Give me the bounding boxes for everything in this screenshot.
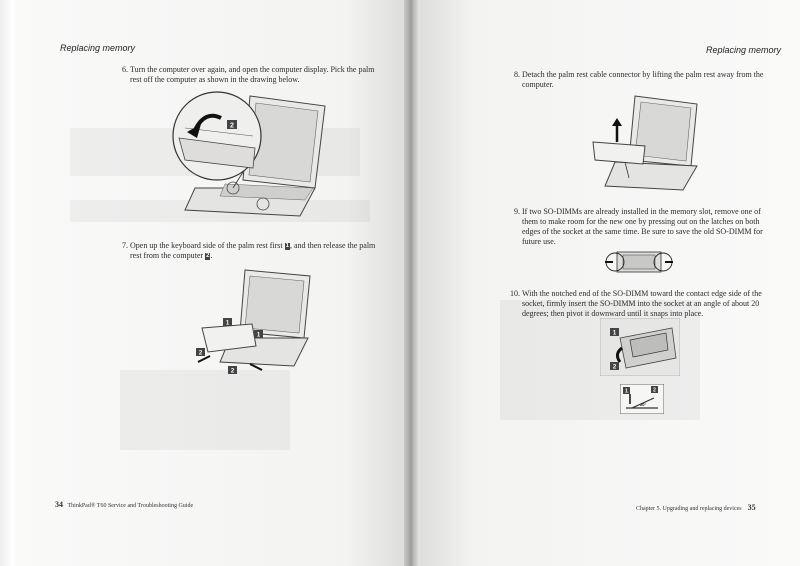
step-number: 8. <box>514 70 520 79</box>
right-page <box>416 0 800 566</box>
arrow-head-icon <box>612 118 622 126</box>
figure-palm-rest-removal: 2 <box>172 91 326 217</box>
right-page-footer: Chapter 5. Upgrading and replacing devic… <box>636 503 756 512</box>
step-number: 6. <box>122 65 128 74</box>
figure-callout: 2 <box>653 388 656 394</box>
latch-circle <box>226 181 240 195</box>
magnifier-line <box>232 171 244 189</box>
step-number: 7. <box>122 241 128 250</box>
inline-callout: 1 <box>284 243 290 250</box>
palm-rest-lifted <box>592 141 646 165</box>
arrow-line <box>249 363 263 371</box>
left-page-footer: 34 ThinkPad® T60 Service and Troubleshoo… <box>55 500 193 509</box>
callout-box <box>223 318 232 326</box>
step-text: . <box>210 251 213 260</box>
so-dimm <box>629 332 669 358</box>
figure-callout: 2 <box>199 351 203 357</box>
left-page-header: Replacing memory <box>60 43 136 53</box>
step-10: 10. With the notched end of the SO-DIMM … <box>510 289 777 319</box>
callout-box <box>651 386 658 393</box>
arrow-head-icon <box>187 124 201 138</box>
figure-callout: 2 <box>230 123 234 130</box>
figure-dimm-angle: 1 2 20° <box>620 384 664 414</box>
callout-box <box>254 330 263 338</box>
palm-rest-lifted <box>201 323 257 353</box>
figure-callout: 1 <box>613 331 617 337</box>
laptop-base <box>604 161 698 191</box>
dimm-angled-line <box>631 397 655 409</box>
figure-callout: 1 <box>625 389 628 395</box>
step-text: Turn the computer over again, and open t… <box>130 65 375 84</box>
callout-box <box>610 362 619 370</box>
callout-box <box>227 120 237 129</box>
callout-box <box>228 366 237 374</box>
angle-label: 20° <box>640 402 646 407</box>
step-8: 8. Detach the palm rest cable connector … <box>514 70 777 90</box>
page-number: 35 <box>747 503 756 512</box>
arrow-line <box>197 355 211 363</box>
footer-title: ThinkPad® T60 Service and Troubleshootin… <box>67 503 194 509</box>
laptop-screen <box>244 275 305 334</box>
step-9: 9. If two SO-DIMMs are already installed… <box>514 207 777 247</box>
step-text: Open up the keyboard side of the palm re… <box>130 241 283 250</box>
step-number: 10. <box>510 289 520 298</box>
inline-callout: 2 <box>205 253 211 260</box>
footer-chapter: Chapter 5. Upgrading and replacing devic… <box>636 506 742 512</box>
left-page-edge <box>0 0 14 566</box>
figure-callout: 1 <box>257 333 261 339</box>
palm-rest-detail <box>178 137 256 169</box>
right-page-header: Replacing memory <box>706 45 782 55</box>
figure-cable-connector <box>592 95 698 191</box>
callout-box <box>196 348 205 356</box>
laptop-keyboard <box>219 183 314 201</box>
arrow-icon <box>615 346 623 363</box>
callout-box <box>623 387 630 394</box>
step-text: , and then release the palm rest from th… <box>130 241 376 260</box>
figure-callout: 2 <box>613 365 617 371</box>
step-text: With the notched end of the SO-DIMM towa… <box>522 289 762 318</box>
step-number: 9. <box>514 207 520 216</box>
laptop-screen <box>634 101 692 162</box>
show-through-block <box>120 370 290 450</box>
callout-box <box>610 328 619 336</box>
step-7: 7. Open up the keyboard side of the palm… <box>122 241 385 261</box>
so-dimm <box>622 254 656 270</box>
latch-circle <box>256 197 270 211</box>
figure-palm-rest-release: 1 1 2 2 <box>196 269 311 375</box>
figure-callout: 1 <box>226 321 230 327</box>
step-6: 6. Turn the computer over again, and ope… <box>122 65 380 85</box>
page-number: 34 <box>55 500 63 509</box>
figure-dimm-insertion: 1 2 <box>600 318 680 376</box>
step-text: If two SO-DIMMs are already installed in… <box>522 207 763 246</box>
book-gutter <box>404 0 420 566</box>
step-text: Detach the palm rest cable connector by … <box>522 70 764 89</box>
cable-line <box>624 161 630 179</box>
figure-dimm-latches <box>605 251 673 273</box>
figure-callout: 2 <box>231 369 235 375</box>
